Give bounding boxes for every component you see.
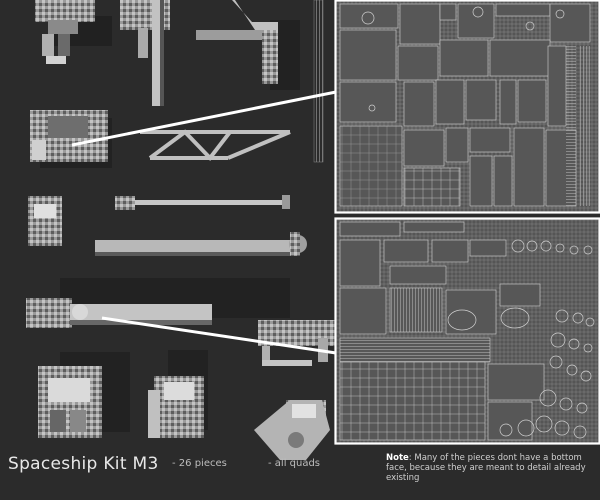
model-pieces <box>26 0 336 460</box>
note-label: Note <box>386 453 409 463</box>
footer-bar: Spaceship Kit M3 - 26 pieces - all quads… <box>0 448 600 500</box>
piece-bottom-tower <box>148 350 208 438</box>
piece-truss <box>140 129 291 162</box>
piece-top-pod <box>35 0 112 64</box>
callout-line-bottom <box>101 316 337 355</box>
uv-map-bottom <box>334 217 600 445</box>
piece-l-bracket <box>196 0 300 90</box>
uv-map-top <box>334 0 600 214</box>
piece-count: - 26 pieces <box>172 458 227 469</box>
piece-rod-1 <box>115 195 290 210</box>
quad-info: - all quads <box>268 458 321 469</box>
note-text: Note: Many of the pieces dont have a bot… <box>386 453 592 483</box>
piece-rod-2 <box>95 232 307 256</box>
note-body: : Many of the pieces dont have a bottom … <box>386 453 586 483</box>
callout-line-top <box>71 90 337 147</box>
piece-bottom-engine <box>254 400 330 460</box>
piece-small-block <box>28 196 62 246</box>
piece-barrel <box>26 278 290 328</box>
piece-mast <box>120 0 170 106</box>
kit-title: Spaceship Kit M3 <box>8 454 159 474</box>
piece-rail <box>313 0 324 163</box>
piece-bottom-block <box>38 352 130 438</box>
